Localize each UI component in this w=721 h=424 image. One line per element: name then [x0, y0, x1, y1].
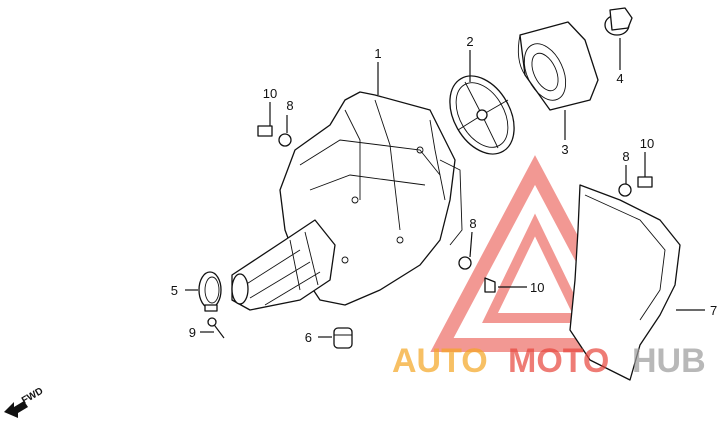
air-cleaner-case: [231, 91, 463, 311]
callout-10-center: 10: [530, 280, 544, 295]
forward-label: FWD: [20, 386, 45, 407]
bolt-center: [458, 256, 496, 293]
callout-9: 9: [189, 325, 196, 340]
callout-3: 3: [561, 142, 568, 157]
hose-clamp: [198, 271, 222, 312]
leader-lines: [185, 38, 705, 338]
callout-10-right: 10: [640, 136, 654, 151]
drain-plug: [333, 327, 353, 349]
callout-6: 6: [305, 330, 312, 345]
callout-7: 7: [710, 303, 717, 318]
watermark-part3: HUB: [632, 342, 706, 380]
callout-1: 1: [374, 46, 381, 61]
callout-4: 4: [616, 71, 623, 86]
element-frame: [449, 75, 515, 155]
bolt-upper-left: [257, 125, 292, 147]
forward-arrow-icon: [4, 401, 28, 418]
air-filter-element: [517, 21, 599, 111]
watermark-part1: AUTO: [392, 342, 488, 380]
wing-bolt: [604, 7, 633, 36]
callout-2: 2: [466, 34, 473, 49]
callout-5: 5: [171, 283, 178, 298]
bolt-right: [618, 176, 653, 197]
side-cover: [569, 184, 681, 381]
clamp-screw: [207, 317, 225, 339]
watermark-part2: MOTO: [508, 342, 609, 380]
callout-10-left: 10: [263, 86, 277, 101]
callout-8-center: 8: [469, 216, 476, 231]
watermark-text: AUTO MOTO HUB: [392, 342, 706, 380]
callout-8-left: 8: [286, 98, 293, 113]
callout-8-right: 8: [622, 149, 629, 164]
